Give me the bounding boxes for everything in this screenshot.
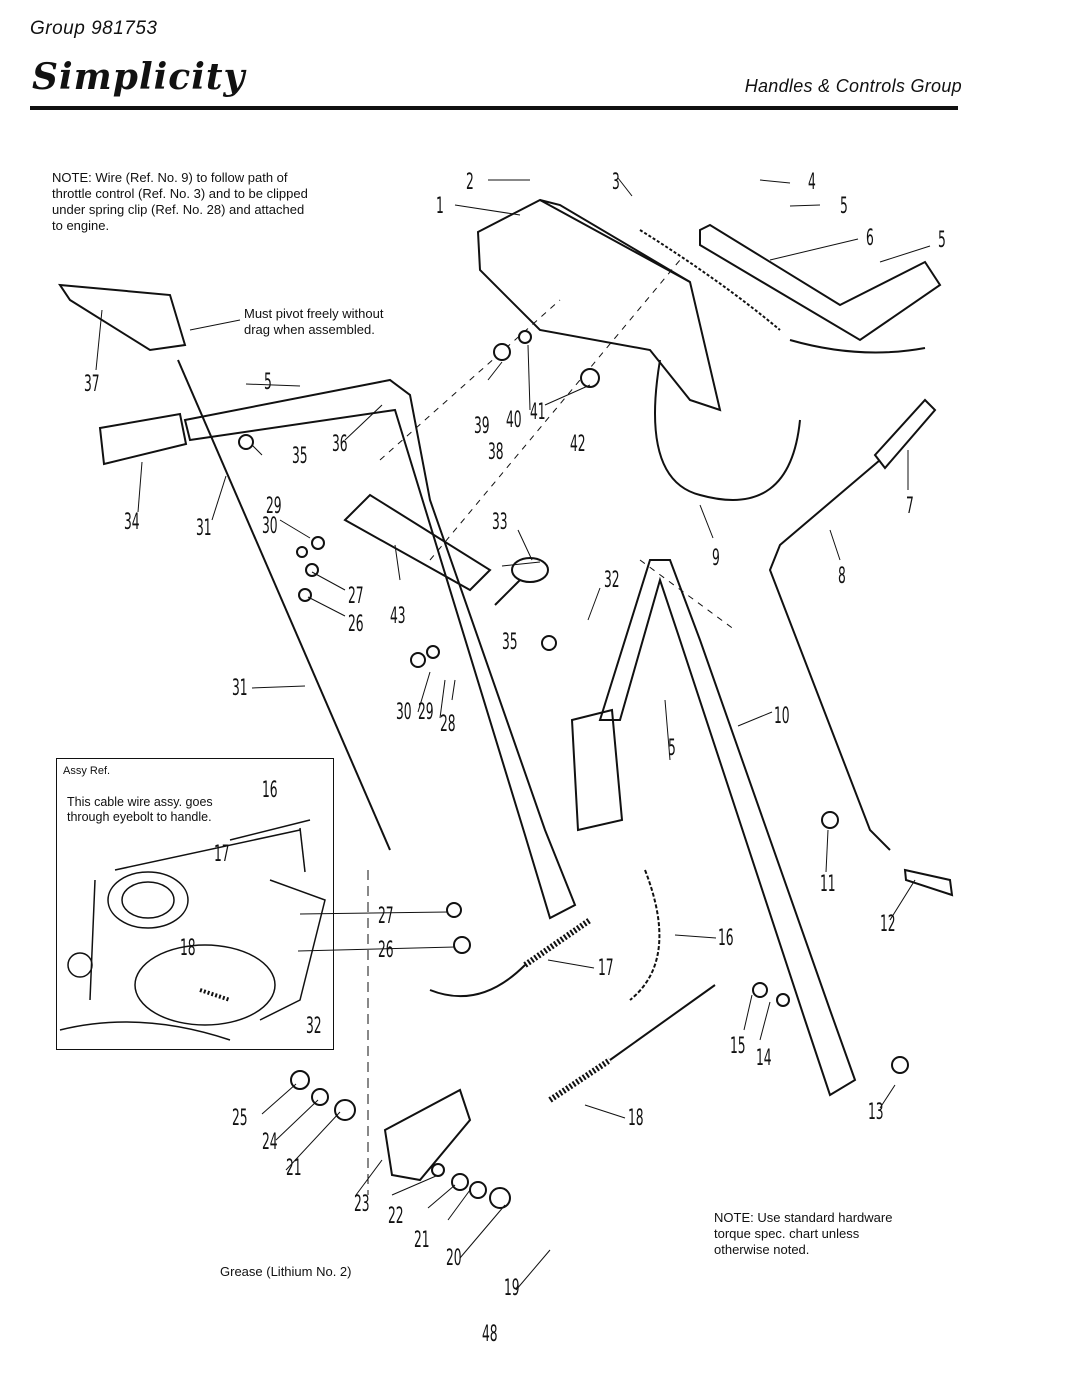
callout-39: 39 (474, 414, 490, 439)
callout-5: 5 (668, 736, 676, 761)
callout-11: 11 (820, 872, 836, 897)
wire-note-line: throttle control (Ref. No. 3) and to be … (52, 186, 308, 201)
callout-5: 5 (840, 194, 848, 219)
callout-42: 42 (570, 432, 586, 457)
inset-text-line: This cable wire assy. goes (67, 795, 213, 809)
inset-callout-17: 17 (214, 842, 230, 867)
control-bracket-shape (343, 493, 492, 592)
callout-27: 27 (348, 584, 364, 609)
header-rule (30, 106, 958, 110)
left-handle-shape (183, 378, 577, 920)
callout-24: 24 (262, 1130, 278, 1155)
callout-30: 30 (396, 700, 412, 725)
wire-shape (654, 359, 801, 501)
callout-23: 23 (354, 1192, 370, 1217)
callout-35: 35 (292, 444, 308, 469)
throttle-bracket-shape (476, 198, 722, 412)
inset-callout-32: 32 (306, 1014, 322, 1039)
pivot-note-line: drag when assembled. (244, 322, 375, 337)
hardware-note: NOTE: Use standard hardware torque spec.… (714, 1210, 892, 1258)
callout-7: 7 (906, 494, 914, 519)
callout-29: 29 (418, 700, 434, 725)
callout-28: 28 (440, 712, 456, 737)
callout-4: 4 (808, 170, 816, 195)
inset-text: This cable wire assy. goes through eyebo… (67, 795, 213, 825)
lever-plate-shape (383, 1088, 472, 1182)
callout-36: 36 (332, 432, 348, 457)
callout-35: 35 (502, 630, 518, 655)
callout-13: 13 (868, 1100, 884, 1125)
callout-38: 38 (488, 440, 504, 465)
callout-26: 26 (378, 938, 394, 963)
callout-8: 8 (838, 564, 846, 589)
callout-31: 31 (232, 676, 248, 701)
throttle-cable-shape (639, 229, 781, 331)
right-handle-shape (598, 559, 857, 1097)
shift-rod-shape (768, 459, 891, 851)
callout-27: 27 (378, 904, 394, 929)
callout-40: 40 (506, 408, 522, 433)
callout-14: 14 (756, 1046, 772, 1071)
wire-note: NOTE: Wire (Ref. No. 9) to follow path o… (52, 170, 308, 234)
callout-1: 1 (436, 194, 444, 219)
callout-37: 37 (84, 372, 100, 397)
inset-title: Assy Ref. (63, 765, 111, 777)
callout-33: 33 (492, 510, 508, 535)
wire-note-line: to engine. (52, 218, 110, 233)
callout-26: 26 (348, 612, 364, 637)
pivot-note-line: Must pivot freely without (244, 306, 384, 321)
hardware-note-line: NOTE: Use standard hardware (714, 1210, 893, 1225)
grip-shape (98, 412, 188, 466)
grease-note: Grease (Lithium No. 2) (220, 1264, 352, 1279)
wire-note-line: NOTE: Wire (Ref. No. 9) to follow path o… (52, 170, 288, 185)
callout-12: 12 (880, 912, 896, 937)
callout-43: 43 (390, 604, 406, 629)
callout-9: 9 (712, 546, 720, 571)
group-label: Group 981753 (30, 18, 158, 39)
callout-16: 16 (718, 926, 734, 951)
hardware-note-line: otherwise noted. (714, 1242, 810, 1257)
page-number: 48 (482, 1322, 498, 1347)
callout-17: 17 (598, 956, 614, 981)
callout-31: 31 (196, 516, 212, 541)
callout-30: 30 (262, 514, 278, 539)
callout-5: 5 (938, 228, 946, 253)
hardware-note-line: torque spec. chart unless (714, 1226, 860, 1241)
lever-shape (58, 283, 187, 352)
callout-2: 2 (466, 170, 474, 195)
callout-5: 5 (264, 370, 272, 395)
callout-21: 21 (286, 1156, 302, 1181)
assembly-reference-inset: Assy Ref. This cable wire assy. goes thr… (56, 758, 334, 1050)
callout-10: 10 (774, 704, 790, 729)
wire-note-line: under spring clip (Ref. No. 28) and atta… (52, 202, 305, 217)
callout-19: 19 (504, 1276, 520, 1301)
bracket-arm-shape (699, 223, 942, 342)
callout-21: 21 (414, 1228, 430, 1253)
inset-callout-16: 16 (262, 778, 278, 803)
callout-34: 34 (124, 510, 140, 535)
callout-6: 6 (866, 226, 874, 251)
callout-18: 18 (628, 1106, 644, 1131)
inset-text-line: through eyebolt to handle. (67, 810, 212, 824)
brand-logo: Simplicity (32, 56, 246, 98)
rod-shape (177, 359, 391, 851)
callout-41: 41 (530, 400, 546, 425)
callout-22: 22 (388, 1204, 404, 1229)
callout-29: 29 (266, 494, 282, 519)
callout-20: 20 (446, 1246, 462, 1271)
callout-15: 15 (730, 1034, 746, 1059)
inset-callout-18: 18 (180, 936, 196, 961)
callout-25: 25 (232, 1106, 248, 1131)
pivot-note: Must pivot freely without drag when asse… (244, 306, 383, 338)
callout-32: 32 (604, 568, 620, 593)
callout-3: 3 (612, 170, 620, 195)
section-title: Handles & Controls Group (744, 76, 962, 96)
